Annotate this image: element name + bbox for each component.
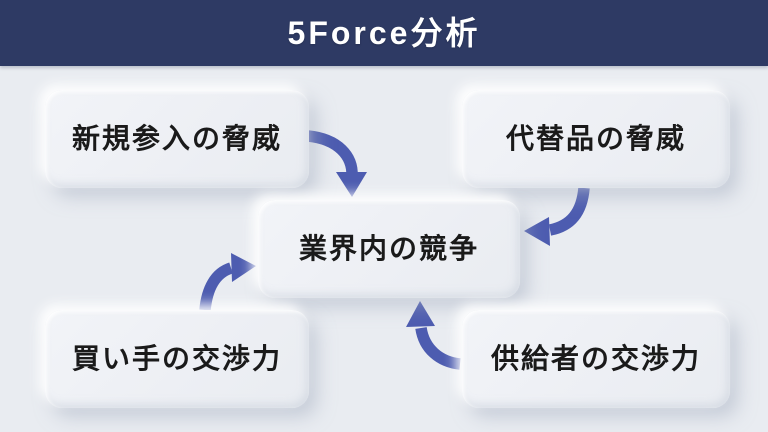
arrow-curve [307, 130, 358, 177]
box-threat-of-new-entrants: 新規参入の脅威 [45, 90, 309, 188]
box-threat-of-substitutes: 代替品の脅威 [462, 90, 730, 188]
arrow-supplier-power-to-rivalry [406, 301, 461, 370]
arrowhead-up-icon [406, 301, 435, 327]
page-title: 5Force分析 [287, 15, 481, 51]
arrow-curve [548, 187, 590, 236]
box-label: 新規参入の脅威 [71, 123, 282, 154]
box-label: 供給者の交渉力 [490, 343, 701, 374]
header-bar: 5Force分析 [0, 0, 768, 66]
box-supplier-bargaining-power: 供給者の交渉力 [462, 310, 730, 408]
box-buyer-bargaining-power: 買い手の交渉力 [45, 310, 309, 408]
arrow-curve [199, 262, 234, 311]
arrowhead-down-icon [336, 172, 367, 197]
arrow-buyer-power-to-rivalry [199, 253, 256, 311]
box-label: 代替品の脅威 [505, 123, 686, 154]
box-label: 買い手の交渉力 [71, 343, 282, 374]
arrow-substitutes-to-rivalry [524, 187, 590, 246]
arrow-curve [415, 326, 461, 370]
box-industry-rivalry: 業界内の競争 [258, 200, 520, 298]
arrow-new-entrants-to-rivalry [307, 130, 367, 197]
arrowhead-right-icon [231, 253, 256, 282]
arrowhead-left-icon [524, 217, 550, 246]
box-label: 業界内の競争 [298, 233, 479, 264]
